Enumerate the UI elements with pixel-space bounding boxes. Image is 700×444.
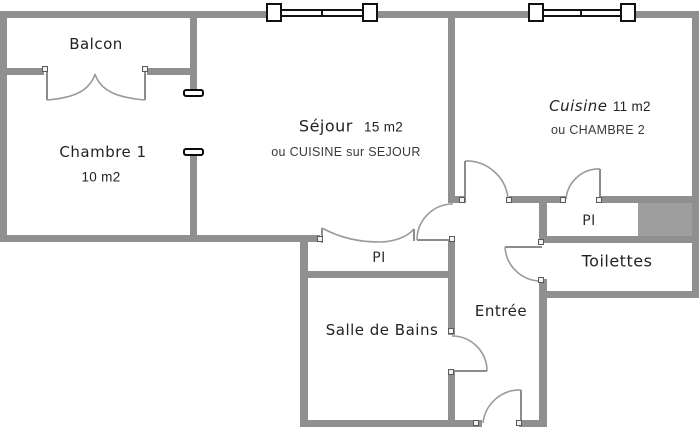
wall-placard-left-stub <box>300 235 320 242</box>
duct-shaft <box>638 203 692 236</box>
wall-left <box>0 11 7 242</box>
room-name-cuisine: Cuisine <box>549 97 608 115</box>
wall-cuisine-bottom-b <box>509 196 566 203</box>
window-sejour-jamb-left <box>266 3 282 22</box>
wall-sdb-bottom <box>300 420 482 427</box>
door-arc-balcon-left <box>46 73 96 101</box>
jamb-sejour-door <box>449 236 455 242</box>
passage-cap-top <box>183 89 204 97</box>
jamb-cuisine-left <box>459 197 465 203</box>
window-cuisine-jamb-right <box>620 3 636 22</box>
room-label-cuisine: Cuisine 11 m2 <box>549 97 651 115</box>
jamb-sdb-bottom <box>448 369 454 375</box>
wall-toilettes-bottom <box>539 291 699 298</box>
room-area-chambre1: 10 m2 <box>81 169 121 185</box>
wall-chambre-bottom <box>0 235 318 242</box>
wall-placard-toilettes <box>539 236 692 243</box>
room-alt-cuisine: ou CHAMBRE 2 <box>551 123 645 137</box>
room-label-placard-cuisine: PI <box>582 213 596 229</box>
jamb-toilettes-top <box>538 239 544 245</box>
room-label-toilettes: Toilettes <box>581 251 653 271</box>
jamb-placard-sejour <box>317 236 323 242</box>
window-cuisine-mullion <box>580 9 582 17</box>
wall-cuisine-bottom-a <box>448 196 466 203</box>
room-label-sdb: Salle de Bains <box>325 321 439 339</box>
window-cuisine-gap <box>543 11 621 18</box>
door-arc-placard-cuisine <box>565 168 601 200</box>
room-label-chambre1: Chambre 1 <box>59 143 147 161</box>
wall-balcon-right <box>190 18 197 91</box>
wall-sdb-top <box>300 271 455 278</box>
jamb-toilettes-bottom <box>538 277 544 283</box>
window-sejour-jamb-right <box>362 3 378 22</box>
wall-sdb-right-lower <box>448 371 455 427</box>
jamb-entree-left <box>473 420 479 426</box>
wall-entree-right-upper <box>539 203 547 243</box>
window-sejour-mullion <box>321 9 323 17</box>
jamb-entree-right <box>516 420 522 426</box>
wall-entree-right-lower <box>539 279 547 427</box>
door-arc-sejour <box>416 203 454 241</box>
jamb-balcon-left <box>42 66 48 72</box>
wall-balcon-left-stub <box>7 68 44 75</box>
door-arc-cuisine <box>464 160 509 199</box>
door-arc-sdb <box>451 335 488 372</box>
window-cuisine-line-inner <box>543 15 621 17</box>
wall-entree-bottom <box>519 420 546 427</box>
window-cuisine-line-outer <box>543 9 621 11</box>
jamb-placard-cuisine-right <box>596 197 602 203</box>
room-label-placard-sejour: PI <box>372 250 386 266</box>
wall-sdb-left <box>300 235 308 427</box>
door-arc-placard-sejour-left <box>321 227 380 243</box>
window-cuisine-jamb-left <box>528 3 544 22</box>
wall-chambre-sejour <box>190 155 197 242</box>
jamb-balcon-right <box>142 66 148 72</box>
room-area-cuisine: 11 m2 <box>612 99 651 114</box>
wall-right <box>692 11 699 298</box>
door-arc-toilettes <box>504 246 542 282</box>
wall-cuisine-bottom-c <box>599 196 692 203</box>
wall-balcon-right-stub <box>147 68 197 75</box>
door-arc-entree <box>482 389 522 424</box>
jamb-cuisine-right <box>506 197 512 203</box>
room-area-sejour: 15 m2 <box>364 119 404 135</box>
room-label-sejour: Séjour 15 m2 <box>299 117 403 136</box>
wall-sejour-cuisine <box>448 18 455 203</box>
room-name-sejour: Séjour <box>298 116 353 136</box>
jamb-sdb-top <box>448 328 454 334</box>
passage-cap-bottom <box>183 148 204 156</box>
wall-placard-right <box>448 241 455 278</box>
room-label-entree: Entrée <box>474 302 528 320</box>
room-alt-sejour: ou CUISINE sur SEJOUR <box>271 145 421 159</box>
jamb-placard-cuisine-left <box>560 197 566 203</box>
room-label-balcon: Balcon <box>69 35 123 53</box>
door-arc-placard-sejour-right <box>378 228 415 243</box>
wall-sdb-right-upper <box>448 278 455 335</box>
door-arc-balcon-right <box>94 73 146 101</box>
